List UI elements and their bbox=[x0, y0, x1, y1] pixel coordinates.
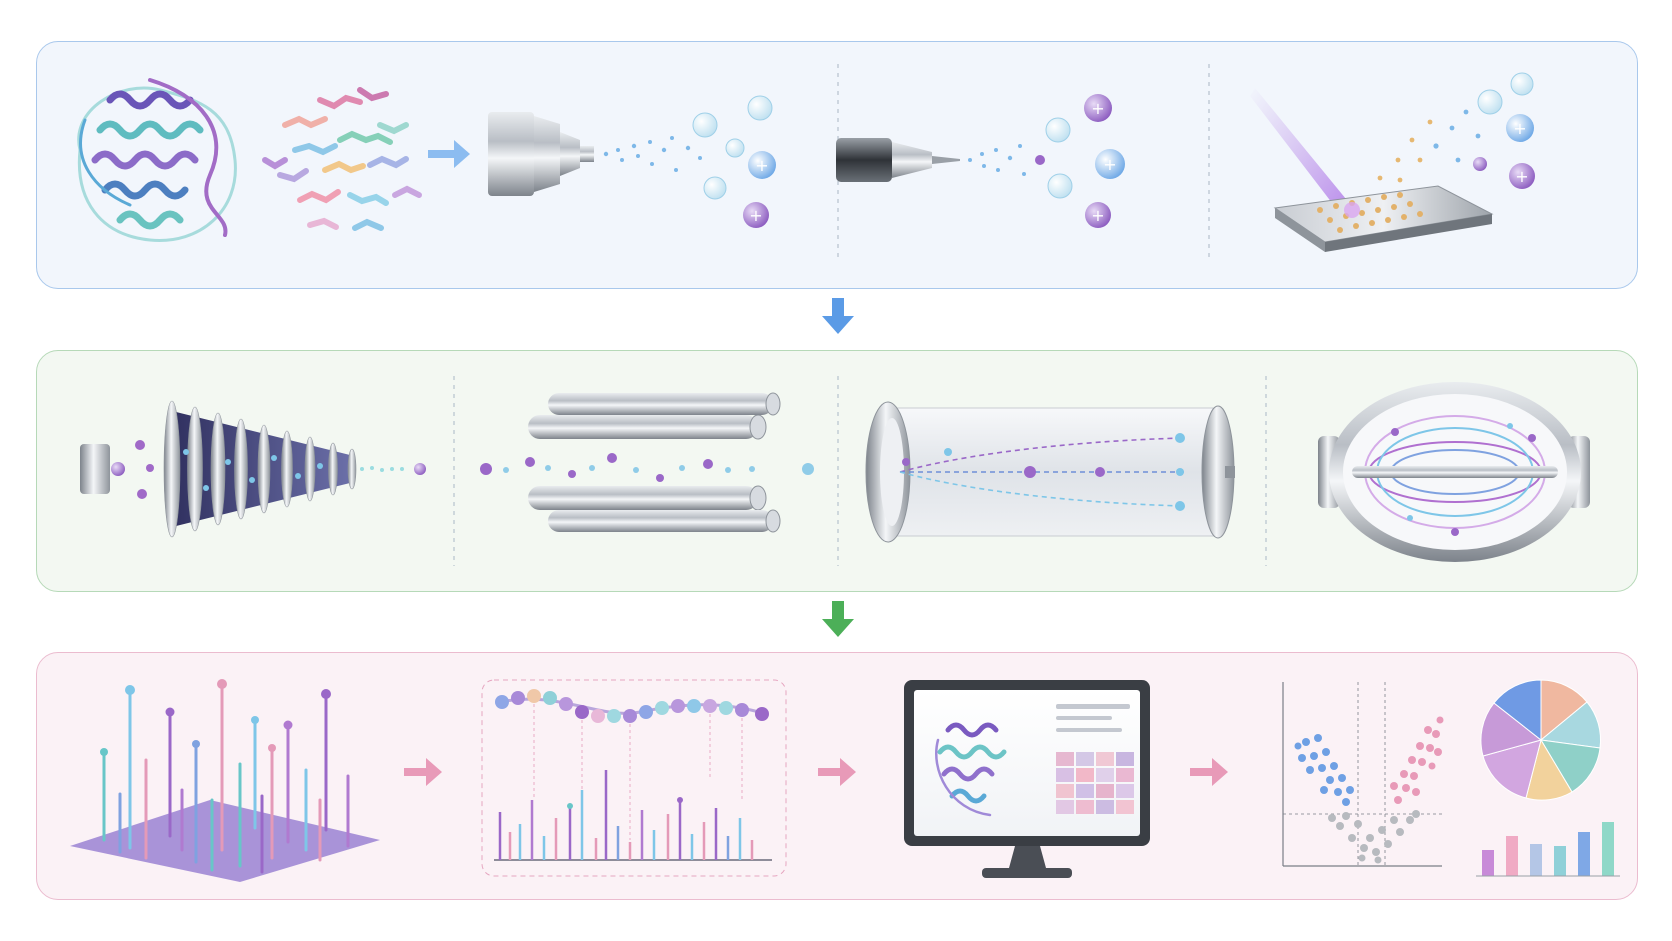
maldi-laser-plate-icon: + + bbox=[1250, 72, 1535, 252]
protein-structure-icon bbox=[77, 78, 237, 242]
svg-text:+: + bbox=[755, 156, 768, 175]
time-of-flight-tube-icon bbox=[865, 401, 1235, 543]
bar-chart-icon bbox=[1476, 822, 1620, 877]
svg-text:+: + bbox=[1515, 167, 1528, 186]
quadrupole-rods-icon bbox=[480, 392, 814, 533]
protein-viewer-monitor-icon bbox=[904, 680, 1150, 878]
arrow-right-pink-icon bbox=[404, 758, 442, 786]
pie-chart-icon bbox=[1480, 679, 1602, 801]
electrospray-source-icon: + + bbox=[488, 95, 776, 228]
svg-text:+: + bbox=[749, 206, 762, 225]
arrow-down-green-icon bbox=[822, 601, 854, 637]
peptide-mixture-icon bbox=[262, 87, 422, 231]
arrow-right-icon bbox=[428, 140, 470, 168]
arrow-down-blue-icon bbox=[822, 298, 854, 334]
svg-text:+: + bbox=[1103, 155, 1116, 174]
arrow-right-pink-icon bbox=[818, 758, 856, 786]
volcano-plot-icon bbox=[1282, 682, 1444, 867]
svg-text:+: + bbox=[1091, 99, 1104, 118]
heatmap-grid bbox=[1056, 752, 1134, 814]
3d-spectra-landscape-icon bbox=[70, 679, 380, 882]
nanospray-emitter-icon: + + + bbox=[836, 94, 1125, 228]
ion-funnel-icon bbox=[80, 400, 426, 538]
arrow-right-pink-icon bbox=[1190, 758, 1228, 786]
svg-text:+: + bbox=[1513, 119, 1526, 138]
peptide-sequence-spectrum-icon bbox=[481, 679, 787, 877]
svg-text:+: + bbox=[1091, 206, 1104, 225]
orbitrap-icon bbox=[1318, 382, 1590, 562]
